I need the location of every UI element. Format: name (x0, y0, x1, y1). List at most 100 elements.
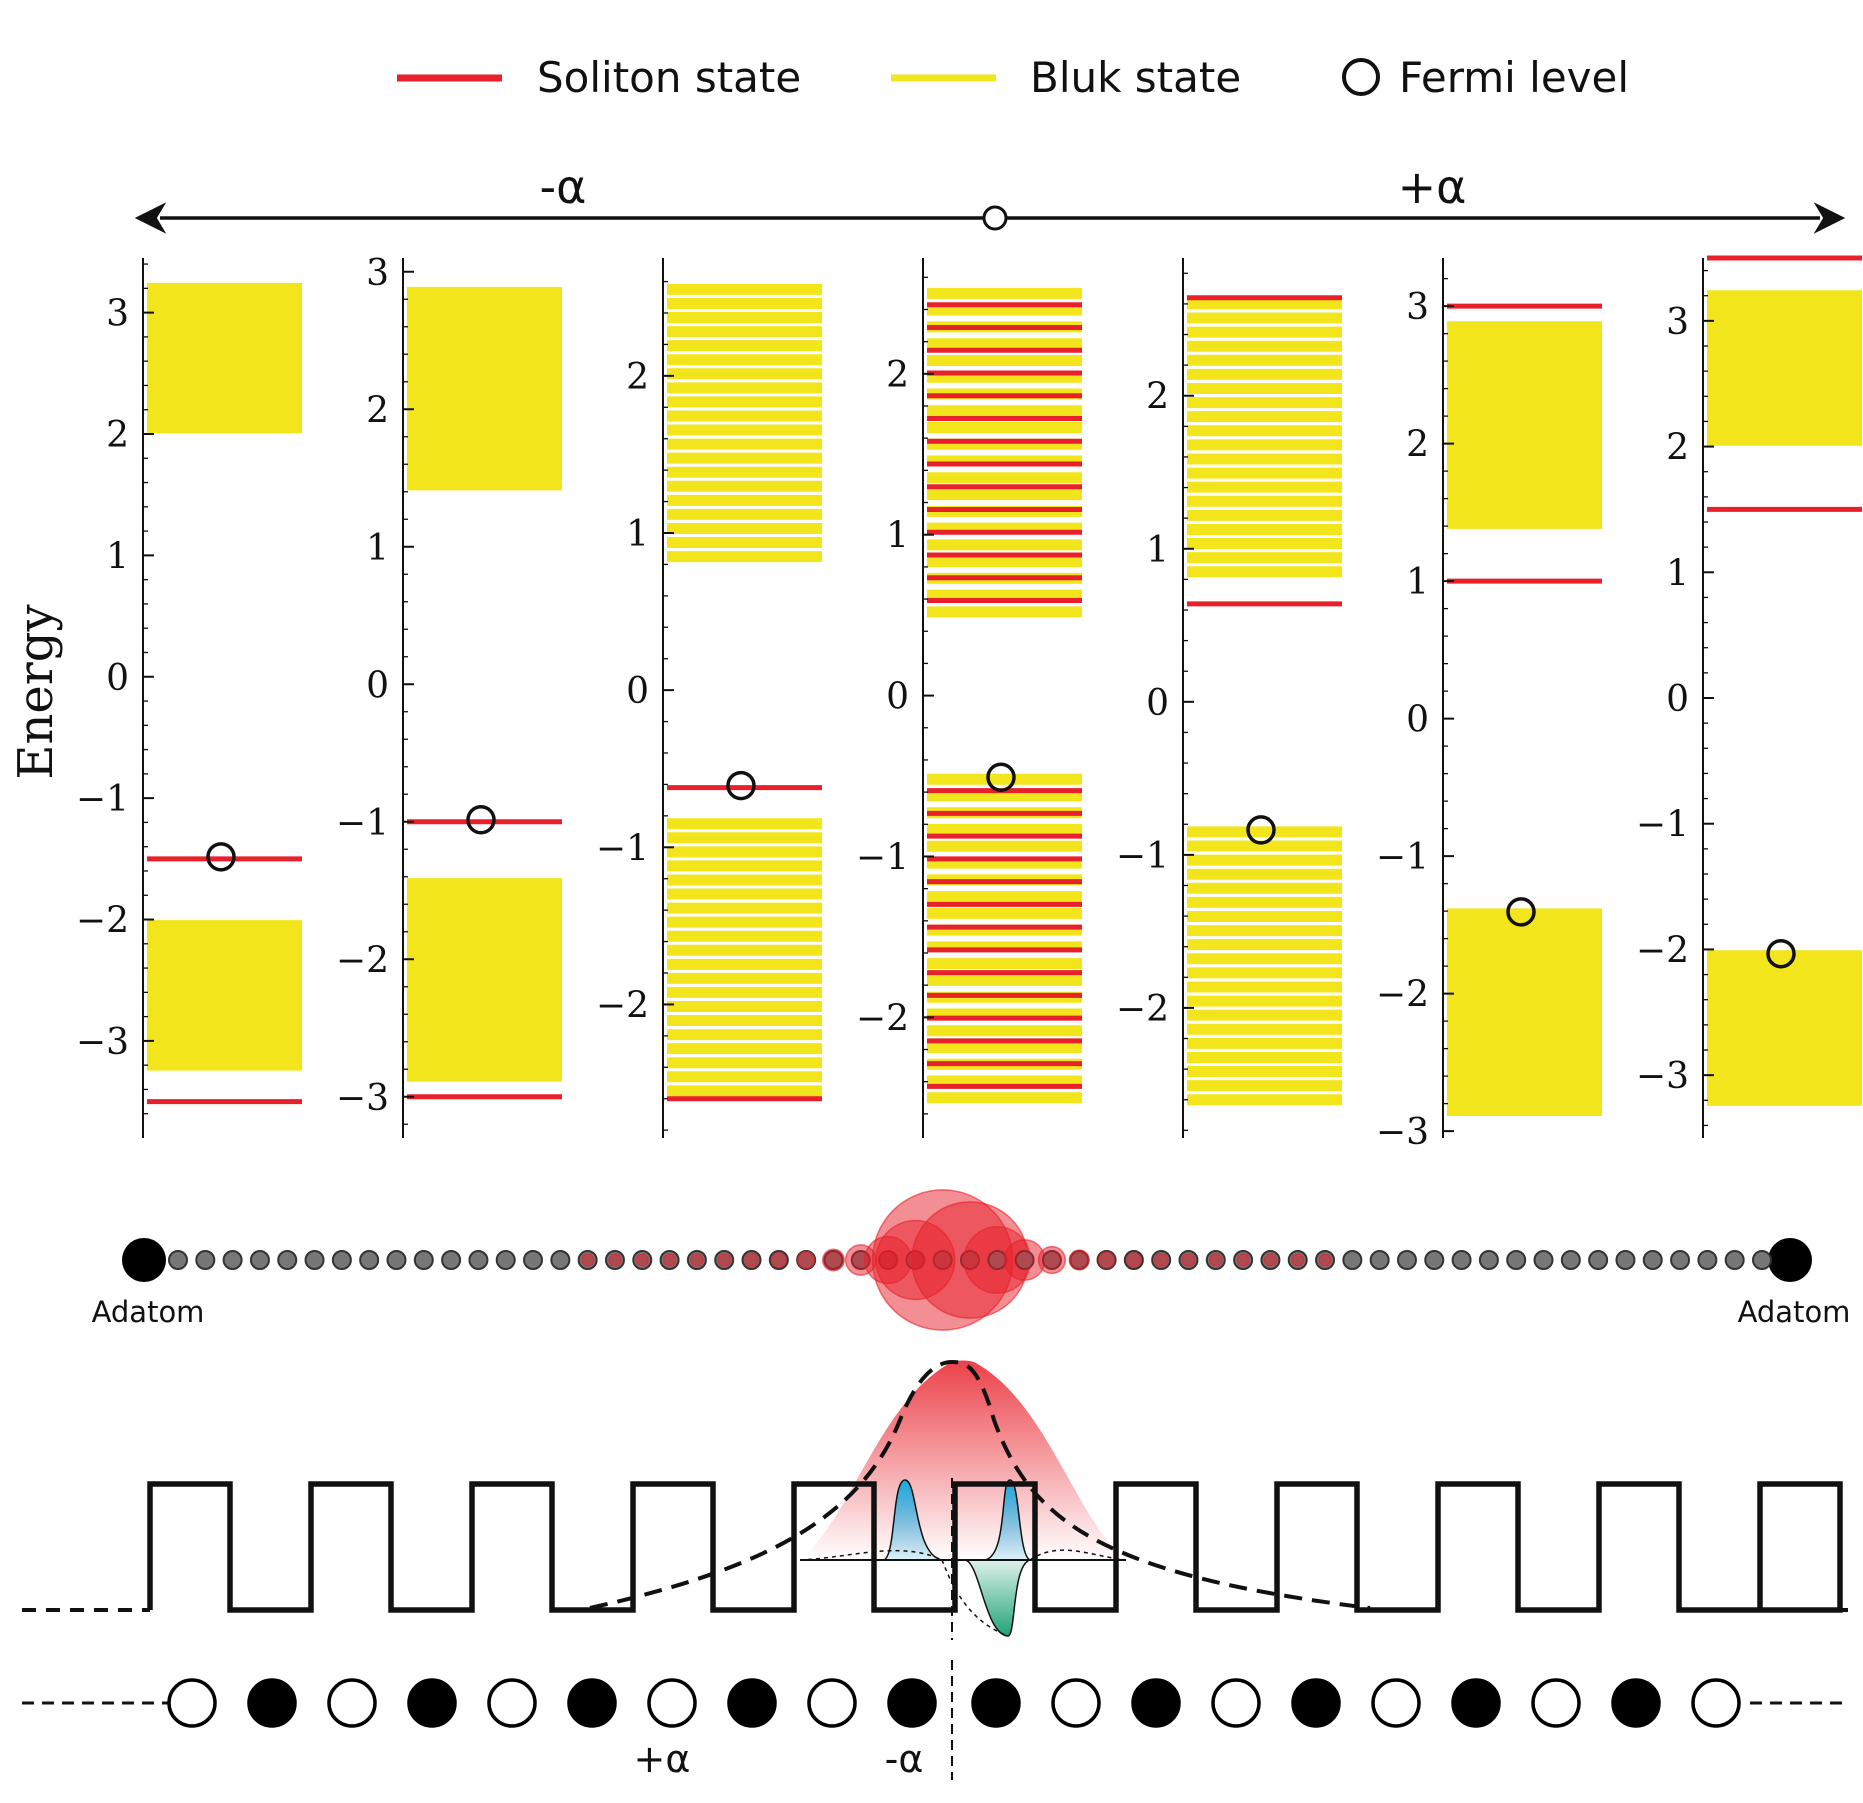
chain-site (1342, 1250, 1363, 1270)
chain-site (168, 1250, 188, 1270)
soliton-density (1236, 1253, 1250, 1267)
tick-label: −1 (1376, 837, 1429, 878)
sublattice-site-open (1371, 1678, 1421, 1728)
chain-site (249, 1250, 270, 1270)
tick-label: 1 (366, 528, 389, 569)
soliton-schematic (22, 1359, 1850, 1640)
tick-label: 2 (366, 390, 389, 431)
chain-site (1533, 1250, 1554, 1270)
soliton-density (1126, 1252, 1142, 1268)
chain-site (386, 1250, 407, 1270)
sublattice-site-filled (727, 1678, 777, 1728)
tick-label: −3 (76, 1022, 129, 1063)
sublattice-site-filled (1611, 1678, 1661, 1728)
tick-label: 1 (626, 514, 649, 555)
tick-label: −2 (76, 901, 129, 942)
chain-site (1369, 1250, 1390, 1270)
wavefunction-tail-right (1029, 1549, 1127, 1561)
sublattice-site-filled (971, 1678, 1021, 1728)
wavefunction-right-lobe (984, 1479, 1031, 1561)
energy-panels: −3−2−10123−3−2−10123−2−1012−2−1012−2−101… (76, 253, 1862, 1153)
sublattice-site-filled (1291, 1678, 1341, 1728)
soliton-density (689, 1253, 704, 1267)
chain-site (468, 1250, 489, 1270)
chain-site (1560, 1250, 1581, 1270)
soliton-envelope-fill (800, 1360, 1126, 1560)
tick-label: −1 (856, 837, 909, 878)
chain-site (1424, 1250, 1445, 1270)
chain-site (222, 1250, 243, 1270)
alpha-left-label: -α (540, 160, 587, 214)
energy-axis-label: Energy (8, 604, 64, 779)
chain-site (1615, 1250, 1636, 1270)
legend-soliton-label: Soliton state (537, 53, 801, 102)
sublattice-site-open (1691, 1678, 1741, 1728)
sequence-plus-label: +α (634, 1737, 691, 1781)
fermi-level-marker (1246, 815, 1276, 845)
fermi-level-marker (206, 842, 236, 872)
soliton-density (635, 1253, 650, 1267)
tick-label: 0 (106, 658, 129, 699)
sublattice-site-open (167, 1678, 217, 1728)
chain-sites (168, 1189, 1772, 1331)
chain-site (523, 1250, 544, 1270)
soliton-density (1263, 1253, 1278, 1267)
soliton-density (580, 1253, 595, 1267)
soliton-density (717, 1252, 732, 1268)
fermi-level-marker (986, 762, 1016, 792)
chain-site (277, 1250, 298, 1270)
soliton-density (662, 1253, 677, 1267)
tick-label: −2 (1636, 930, 1689, 971)
chain-site (1396, 1250, 1417, 1270)
tick-label: 2 (1666, 428, 1689, 469)
fermi-level-marker (466, 805, 496, 835)
fermi-level-marker (1506, 897, 1536, 927)
adatom-left (122, 1238, 166, 1282)
chain-site (331, 1250, 352, 1270)
sublattice-site-filled (567, 1678, 617, 1728)
tick-label: 0 (366, 665, 389, 706)
legend-fermi-marker (1342, 58, 1380, 96)
sublattice-site-filled (407, 1678, 457, 1728)
soliton-density (1097, 1251, 1116, 1269)
tick-label: 3 (366, 253, 389, 294)
sublattice-site-open (1211, 1678, 1261, 1728)
tick-label: 3 (1666, 302, 1689, 343)
tick-label: 2 (1146, 377, 1169, 418)
legend: Soliton state Bluk state Fermi level (397, 53, 1629, 102)
chain-site (1451, 1250, 1472, 1270)
legend-bulk-label: Bluk state (1030, 53, 1241, 102)
soliton-density (1208, 1253, 1223, 1267)
atom-chain: Adatom Adatom (92, 1189, 1850, 1331)
fermi-level-marker (726, 770, 756, 801)
chain-site (1506, 1250, 1527, 1270)
tick-label: −3 (1636, 1056, 1689, 1097)
square-wave-potential (147, 1481, 1843, 1613)
adatom-right (1768, 1238, 1812, 1282)
tick-label: 0 (886, 677, 909, 718)
sequence-sites (167, 1678, 1741, 1728)
soliton-density (1181, 1252, 1196, 1268)
tick-label: 2 (106, 415, 129, 456)
alpha-zero-marker (982, 205, 1008, 231)
chain-site (1697, 1250, 1718, 1270)
wavefunction-negative-lobe (964, 1559, 1031, 1637)
tick-label: 1 (1406, 562, 1429, 603)
chain-site (1724, 1250, 1745, 1270)
alpha-right-label: +α (1398, 160, 1467, 214)
chain-site (1752, 1250, 1772, 1270)
soliton-density (744, 1252, 759, 1268)
sublattice-site-filled (247, 1678, 297, 1728)
tick-label: 2 (886, 355, 909, 396)
soliton-density (1153, 1252, 1169, 1268)
tick-label: 2 (626, 357, 649, 398)
sequence-minus-label: -α (885, 1737, 924, 1781)
tick-label: 3 (106, 294, 129, 335)
tick-label: 1 (106, 536, 129, 577)
tick-label: 3 (1406, 287, 1429, 328)
chain-site (1670, 1250, 1691, 1270)
